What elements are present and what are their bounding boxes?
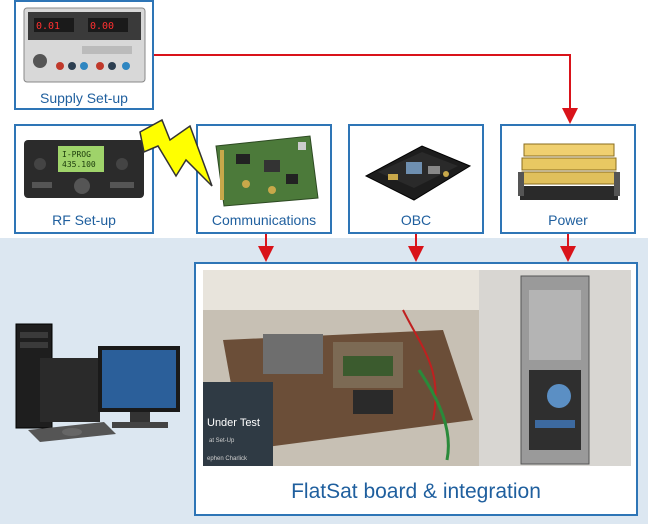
power-supply-image: 0.01 0.00 bbox=[23, 7, 146, 83]
photo-caption-name: ephen Charlick bbox=[207, 456, 248, 462]
photo-caption-setup: at Set-Up bbox=[209, 438, 235, 444]
power-label: Power bbox=[548, 212, 588, 228]
svg-text:435.100: 435.100 bbox=[62, 160, 96, 169]
radio-transceiver-image: I-PROG 435.100 bbox=[24, 140, 144, 198]
communications-box: Communications bbox=[196, 124, 332, 234]
obc-box: OBC bbox=[348, 124, 484, 234]
svg-text:I-PROG: I-PROG bbox=[62, 150, 91, 159]
obc-board-image bbox=[364, 145, 472, 201]
svg-text:0.00: 0.00 bbox=[90, 21, 114, 32]
photo-caption-under-test: Under Test bbox=[207, 417, 260, 429]
rf-setup-label: RF Set-up bbox=[52, 212, 116, 228]
supply-setup-label: Supply Set-up bbox=[40, 90, 128, 106]
flatsat-photo: Under Test at Set-Up ephen Charlick bbox=[203, 270, 631, 466]
computer-workstation-image bbox=[15, 323, 180, 442]
flatsat-box: Under Test at Set-Up ephen Charlick Flat… bbox=[194, 262, 638, 516]
obc-label: OBC bbox=[400, 212, 432, 228]
rf-setup-box: I-PROG 435.100 RF Set-up bbox=[14, 124, 154, 234]
flatsat-label: FlatSat board & integration bbox=[291, 480, 541, 503]
supply-setup-box: 0.01 0.00 Supply Set-up bbox=[14, 0, 154, 110]
communications-board-image bbox=[215, 135, 319, 207]
power-box: Power bbox=[500, 124, 636, 234]
power-board-stack-image bbox=[518, 143, 620, 200]
communications-label: Communications bbox=[211, 212, 317, 228]
lightning-bolt-icon bbox=[139, 118, 213, 187]
svg-text:0.01: 0.01 bbox=[36, 21, 60, 32]
supply-to-power-arrow bbox=[154, 54, 578, 124]
